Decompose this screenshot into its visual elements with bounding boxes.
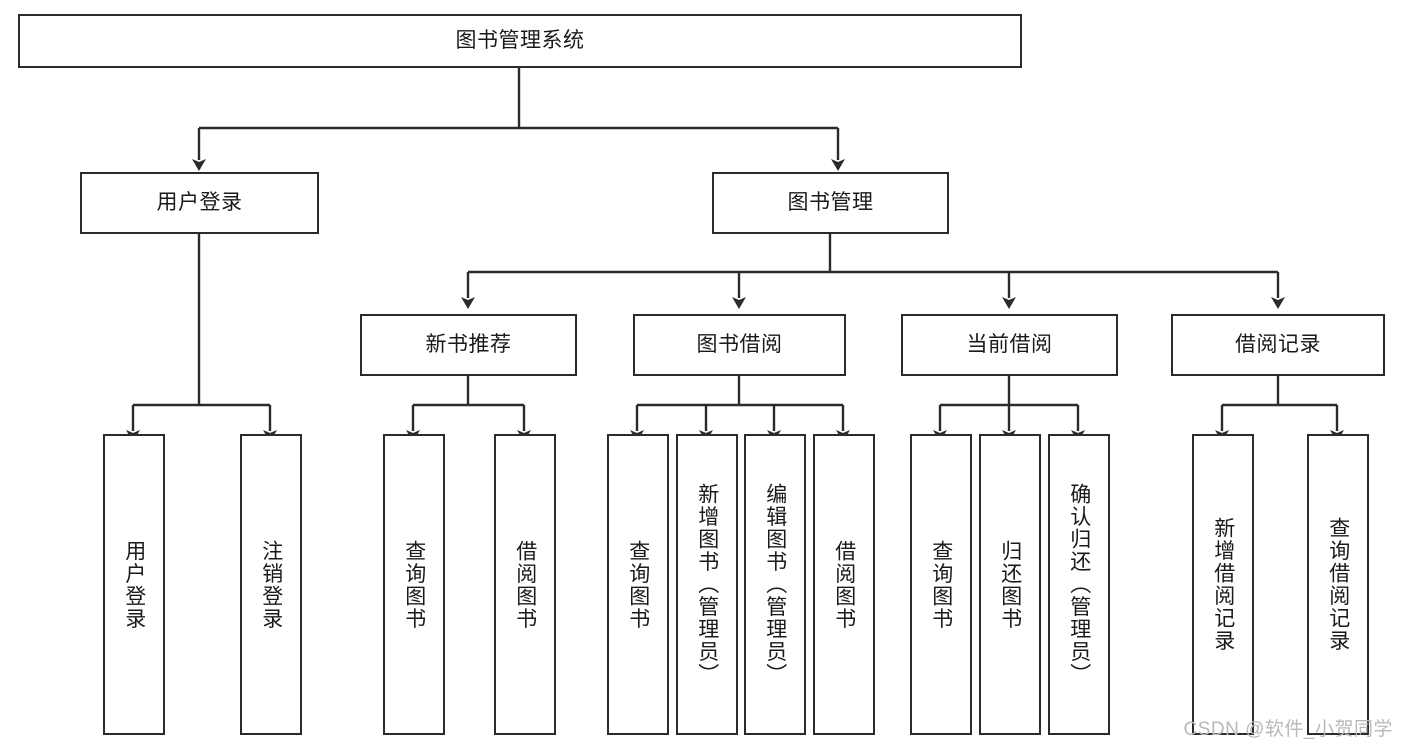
node-root-book-management-system[interactable]: 图书管理系统 [18, 14, 1022, 68]
node-label: 用户登录 [156, 190, 243, 214]
node-label: 归还图书 [998, 539, 1022, 630]
node-label: 新书推荐 [425, 332, 512, 356]
leaf-book-borrow-query[interactable]: 查询图书 [607, 434, 669, 735]
node-label: 查询图书 [929, 539, 953, 630]
leaf-borrow-record-add[interactable]: 新增借阅记录 [1192, 434, 1254, 735]
leaf-borrow-record-query[interactable]: 查询借阅记录 [1307, 434, 1369, 735]
leaf-user-login-logout[interactable]: 注销登录 [240, 434, 302, 735]
node-label: 新增借阅记录 [1211, 517, 1235, 652]
leaf-book-borrow-borrow[interactable]: 借阅图书 [813, 434, 875, 735]
node-label: 图书管理 [787, 190, 874, 214]
node-label: 借阅记录 [1235, 332, 1321, 356]
node-user-login[interactable]: 用户登录 [80, 172, 319, 234]
node-borrow-record[interactable]: 借阅记录 [1171, 314, 1385, 376]
node-book-borrow[interactable]: 图书借阅 [633, 314, 846, 376]
node-new-book-recommend[interactable]: 新书推荐 [360, 314, 577, 376]
leaf-user-login-login[interactable]: 用户登录 [103, 434, 165, 735]
watermark: CSDN @软件_小贺同学 [1183, 719, 1393, 740]
leaf-new-book-borrow[interactable]: 借阅图书 [494, 434, 556, 735]
node-label: 查询图书 [626, 539, 650, 630]
node-current-borrow[interactable]: 当前借阅 [901, 314, 1118, 376]
leaf-current-borrow-return[interactable]: 归还图书 [979, 434, 1041, 735]
node-label: 用户登录 [122, 539, 146, 630]
leaf-new-book-query[interactable]: 查询图书 [383, 434, 445, 735]
leaf-current-borrow-confirm-return[interactable]: 确认归还（管理员） [1048, 434, 1110, 735]
leaf-book-borrow-add[interactable]: 新增图书（管理员） [676, 434, 738, 735]
node-label: 查询图书 [402, 539, 426, 630]
node-label: 确认归还（管理员） [1067, 483, 1091, 686]
leaf-book-borrow-edit[interactable]: 编辑图书（管理员） [744, 434, 806, 735]
node-label: 借阅图书 [832, 539, 856, 630]
node-label: 注销登录 [259, 539, 283, 630]
node-label: 借阅图书 [513, 539, 537, 630]
node-label: 图书管理系统 [455, 28, 585, 52]
node-book-management[interactable]: 图书管理 [712, 172, 949, 234]
leaf-current-borrow-query[interactable]: 查询图书 [910, 434, 972, 735]
node-label: 查询借阅记录 [1326, 517, 1350, 652]
node-label: 编辑图书（管理员） [763, 483, 787, 686]
node-label: 当前借阅 [966, 332, 1053, 356]
node-label: 新增图书（管理员） [695, 483, 719, 686]
node-label: 图书借阅 [696, 332, 783, 356]
